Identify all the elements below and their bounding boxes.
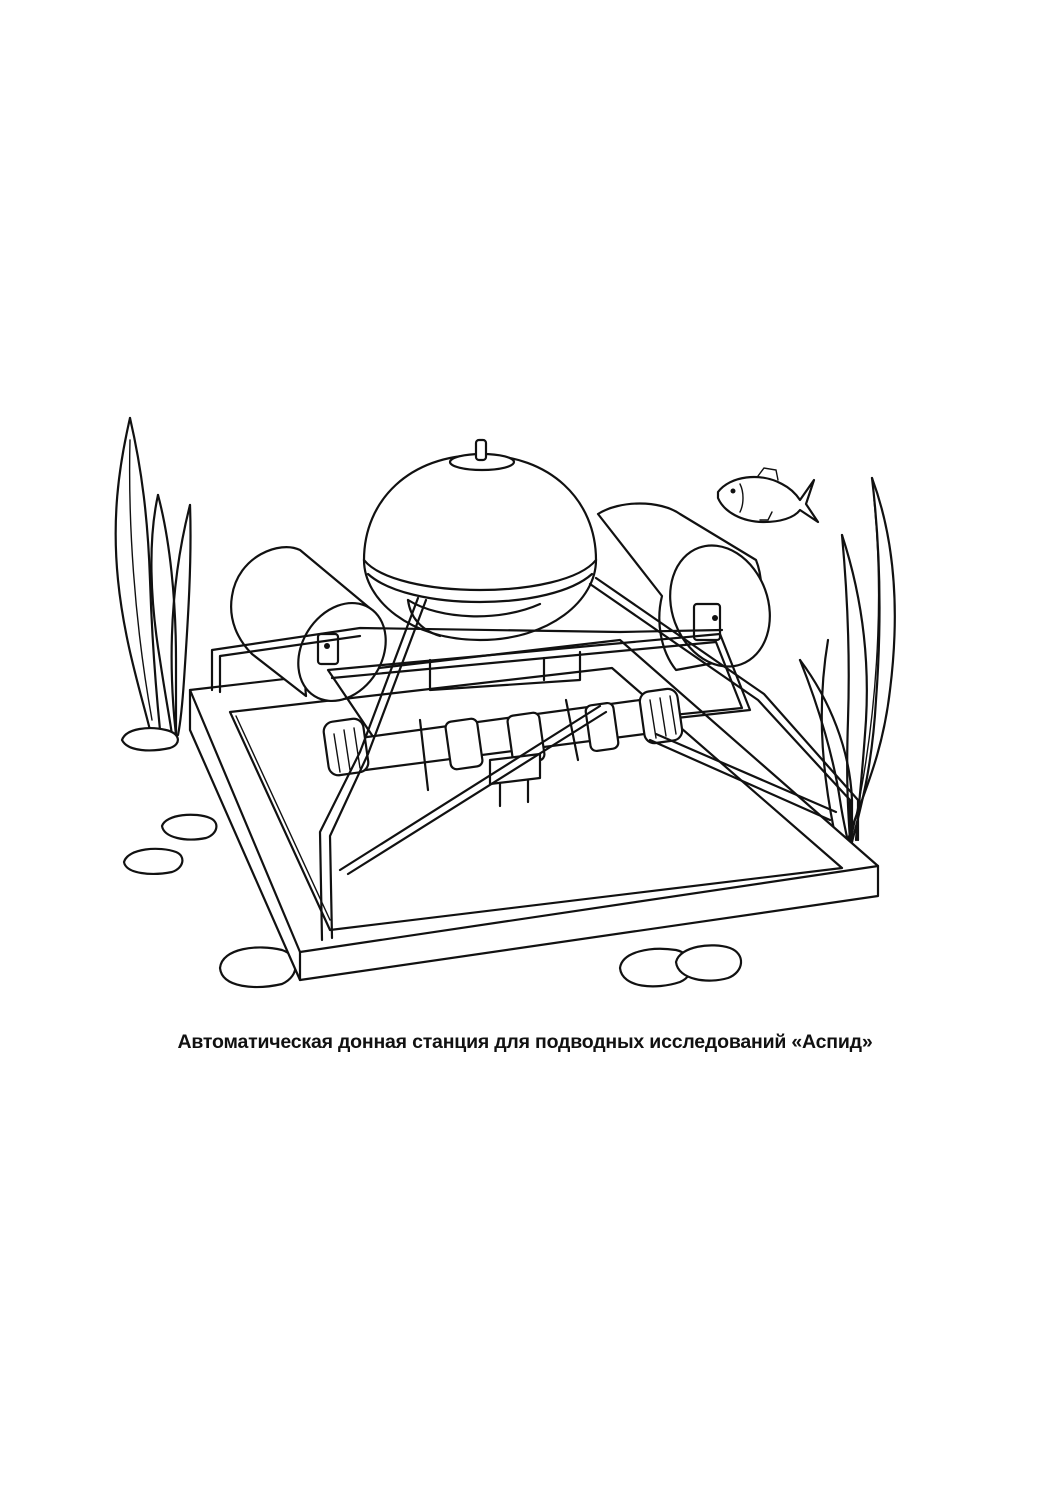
- base-plate: [190, 640, 878, 980]
- seaweed-right-icon: [800, 478, 895, 842]
- caption-text: Автоматическая донная станция для подвод…: [177, 1031, 873, 1053]
- dome: [364, 440, 596, 640]
- fish-icon: [718, 468, 818, 522]
- seaweed-left-icon: [116, 418, 191, 750]
- support-struts: [320, 578, 858, 940]
